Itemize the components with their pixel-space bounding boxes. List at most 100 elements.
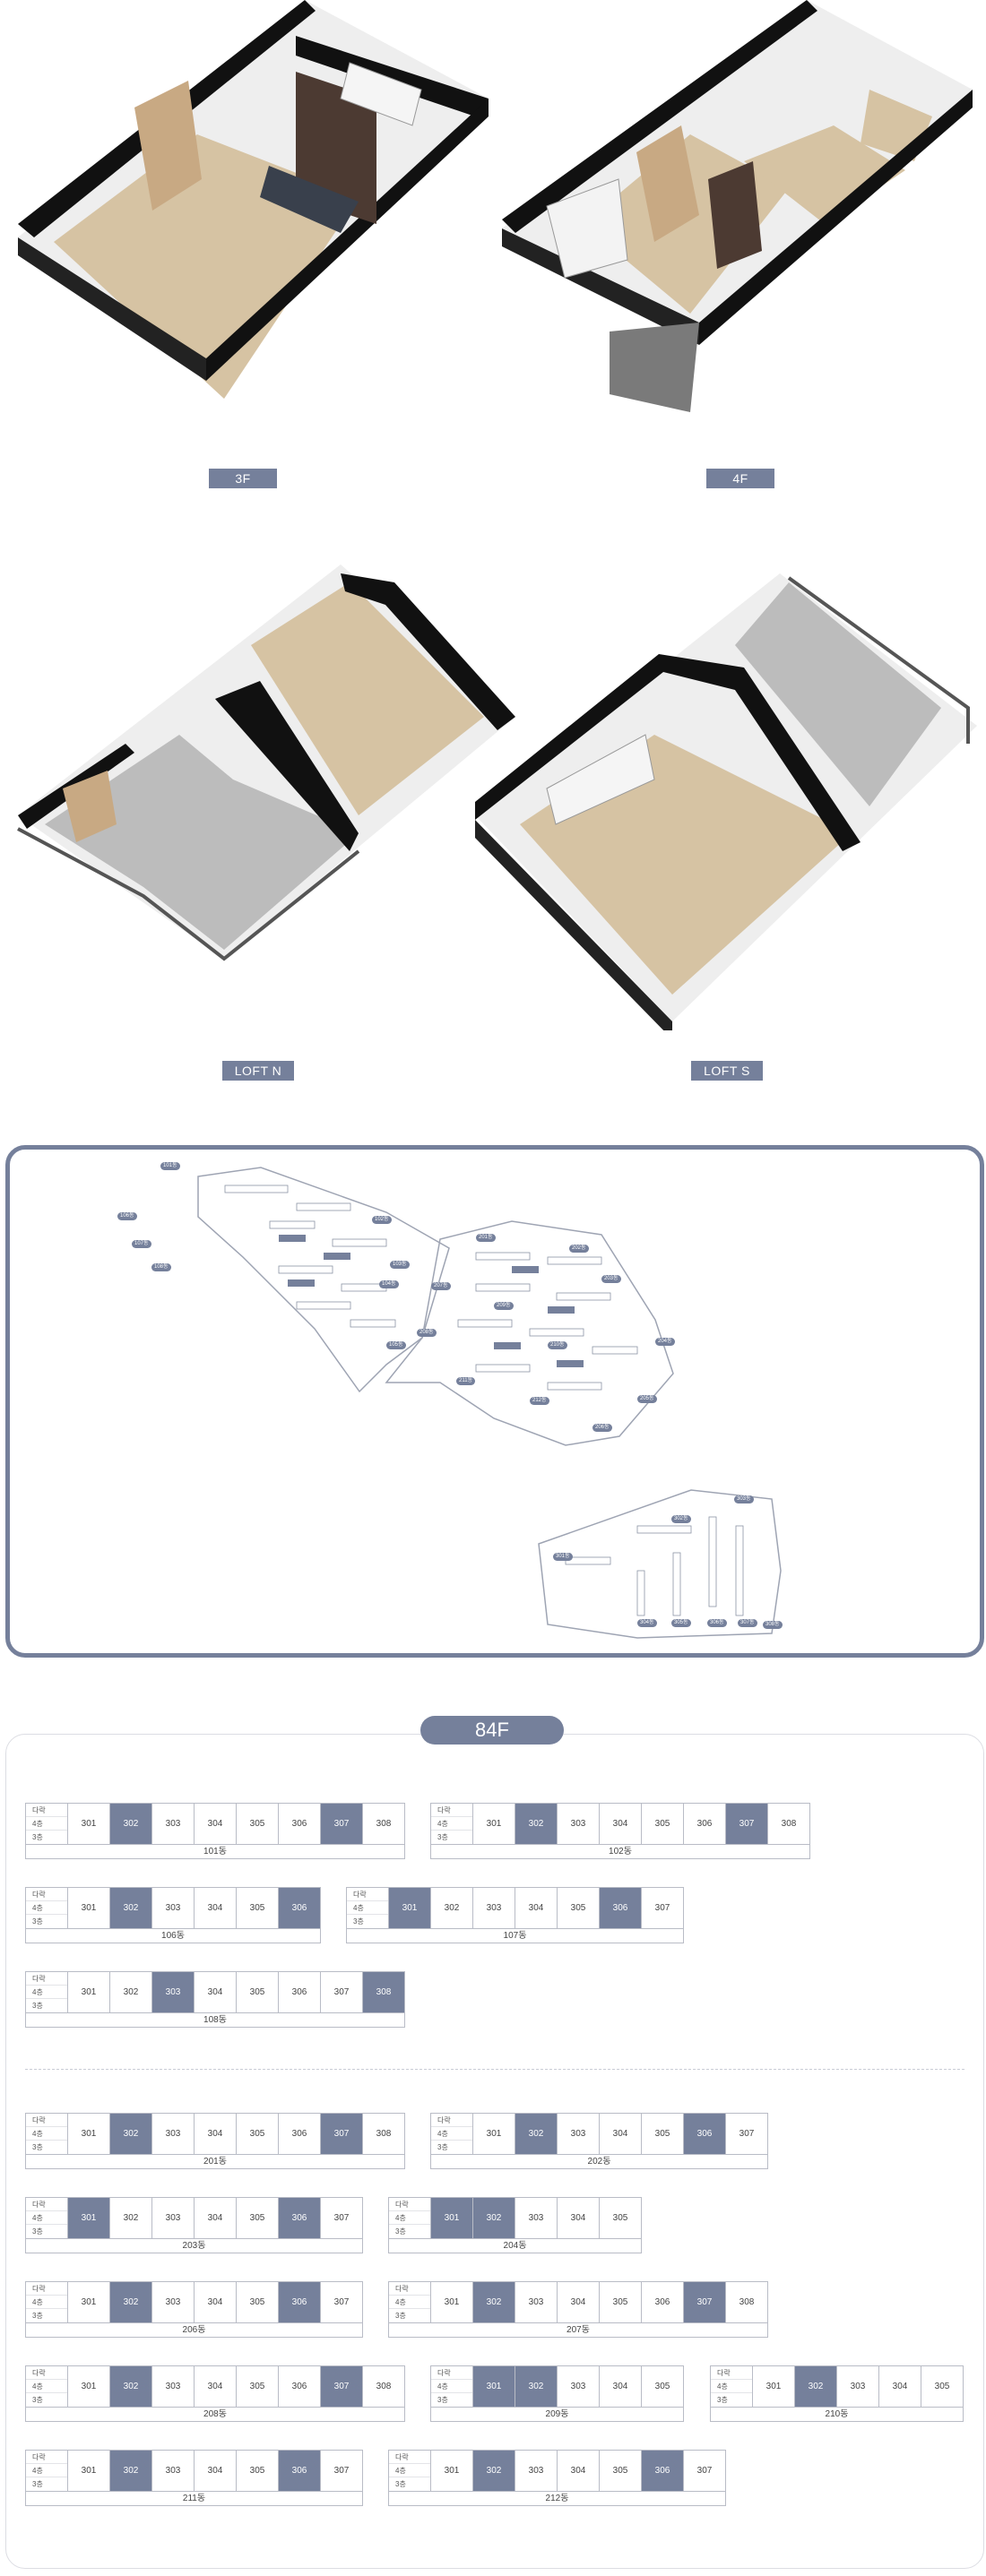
unit-cell: 306 xyxy=(278,2281,321,2323)
floor-legend-item: 3층 xyxy=(32,2396,43,2404)
floor-legend-item: 3층 xyxy=(395,2480,406,2488)
floor-legend-item: 4층 xyxy=(26,1986,67,1999)
site-map-box: 101동 102동 103동 104동 105동 106동 107동 108동 … xyxy=(5,1145,984,1658)
building-name: 212동 xyxy=(388,2492,726,2506)
unit-cell: 307 xyxy=(725,2113,768,2155)
floor-legend-item: 다락 xyxy=(389,2198,430,2211)
unit-cell: 308 xyxy=(362,2365,405,2408)
unit-cell: 306 xyxy=(278,2450,321,2492)
floor-legend-item: 4층 xyxy=(26,1817,67,1831)
unit-cell: 302 xyxy=(109,1803,152,1845)
unit-cell: 306 xyxy=(278,2365,321,2408)
floor-legend-item: 3층 xyxy=(395,2312,406,2320)
floor-legend-item: 4층 xyxy=(431,2380,472,2393)
map-label: 208동 xyxy=(417,1329,437,1337)
building-name: 201동 xyxy=(25,2155,405,2169)
unit-cell: 302 xyxy=(472,2450,515,2492)
unit-cell: 305 xyxy=(236,2450,279,2492)
unit-cell: 304 xyxy=(599,1803,642,1845)
plan-label-loft-n: LOFT N xyxy=(222,1061,294,1081)
floor-legend-item: 3층 xyxy=(32,2227,43,2236)
floor-legend-item: 4층 xyxy=(26,2464,67,2477)
unit-cell: 303 xyxy=(151,2365,195,2408)
unit-cell: 305 xyxy=(236,1971,279,2013)
unit-cell: 301 xyxy=(752,2365,795,2408)
building-name: 206동 xyxy=(25,2323,363,2338)
floor-legend-item: 3층 xyxy=(32,2480,43,2488)
floor-plan-loft-s xyxy=(466,564,986,1030)
building-name: 203동 xyxy=(25,2239,363,2253)
unit-cell: 306 xyxy=(599,1887,642,1929)
building-name: 106동 xyxy=(25,1929,321,1943)
floor-legend-item: 4층 xyxy=(26,1901,67,1915)
unit-cell: 301 xyxy=(67,2197,110,2239)
unit-cell: 305 xyxy=(236,2113,279,2155)
floor-legend-item: 3층 xyxy=(437,2143,448,2151)
unit-cell: 303 xyxy=(557,1803,600,1845)
floor-legend-item: 3층 xyxy=(395,2227,406,2236)
unit-cell: 304 xyxy=(557,2450,600,2492)
floor-legend-item: 다락 xyxy=(389,2282,430,2296)
floor-legend-item: 4층 xyxy=(26,2380,67,2393)
unit-cell: 303 xyxy=(151,1887,195,1929)
map-label: 102동 xyxy=(372,1216,392,1224)
unit-cell: 305 xyxy=(599,2450,642,2492)
unit-cell: 304 xyxy=(194,1971,237,2013)
unit-cell: 303 xyxy=(151,2113,195,2155)
map-label: 104동 xyxy=(379,1280,399,1288)
unit-cell: 308 xyxy=(362,1803,405,1845)
unit-cell: 307 xyxy=(683,2281,726,2323)
building-name: 107동 xyxy=(346,1929,684,1943)
floor-legend-item: 다락 xyxy=(431,1804,472,1817)
building-name: 101동 xyxy=(25,1845,405,1859)
building-name: 204동 xyxy=(388,2239,642,2253)
floor-legend-item: 다락 xyxy=(26,2366,67,2380)
unit-cell: 305 xyxy=(641,2113,684,2155)
unit-cell: 302 xyxy=(109,2281,152,2323)
unit-cell: 306 xyxy=(683,2113,726,2155)
plan-label-loft-s: LOFT S xyxy=(691,1061,763,1081)
floor-legend-item: 4층 xyxy=(711,2380,752,2393)
map-label: 212동 xyxy=(530,1397,549,1405)
unit-cell: 304 xyxy=(194,2281,237,2323)
unit-cell: 303 xyxy=(515,2450,558,2492)
map-label: 304동 xyxy=(637,1619,657,1627)
unit-cell: 307 xyxy=(320,1803,363,1845)
unit-cell: 302 xyxy=(794,2365,837,2408)
map-label: 108동 xyxy=(151,1263,171,1271)
unit-cell: 302 xyxy=(109,2113,152,2155)
floor-legend-item: 다락 xyxy=(26,2451,67,2464)
unit-cell: 302 xyxy=(109,1971,152,2013)
unit-cell: 305 xyxy=(921,2365,964,2408)
unit-cell: 305 xyxy=(236,1887,279,1929)
unit-cell: 304 xyxy=(599,2365,642,2408)
unit-cell: 301 xyxy=(67,1971,110,2013)
unit-cell: 304 xyxy=(194,2365,237,2408)
unit-cell: 307 xyxy=(320,2450,363,2492)
unit-cell: 308 xyxy=(725,2281,768,2323)
unit-cell: 307 xyxy=(320,2281,363,2323)
unit-cell: 307 xyxy=(683,2450,726,2492)
unit-cell: 301 xyxy=(67,2281,110,2323)
unit-cell: 303 xyxy=(557,2365,600,2408)
unit-cell: 307 xyxy=(320,1971,363,2013)
floor-legend-item: 3층 xyxy=(32,1833,43,1841)
floor-legend-item: 다락 xyxy=(431,2114,472,2127)
unit-cell: 304 xyxy=(599,2113,642,2155)
unit-cell: 303 xyxy=(151,2197,195,2239)
unit-cell: 303 xyxy=(515,2197,558,2239)
